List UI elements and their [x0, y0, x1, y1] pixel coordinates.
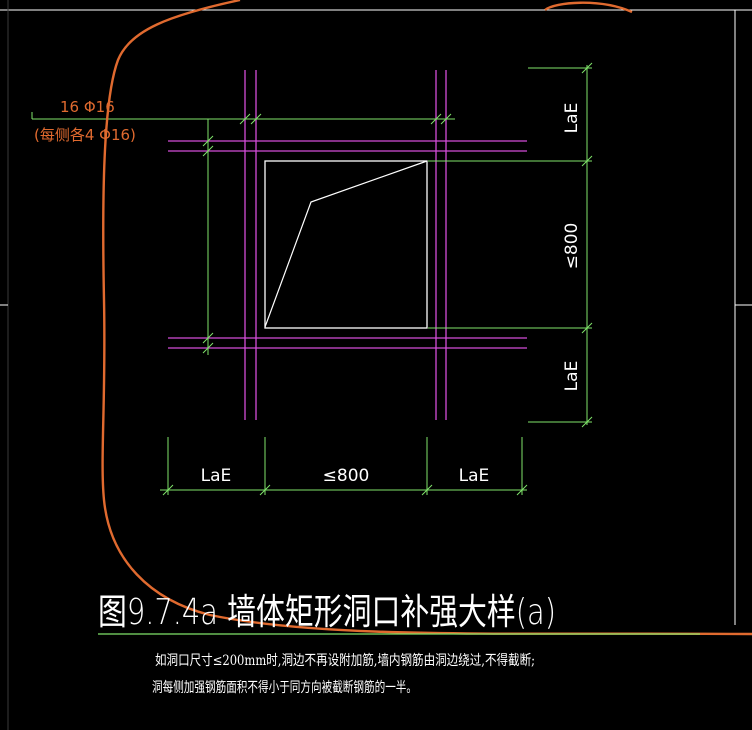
wall-opening-outline	[264, 160, 428, 329]
dim-bottom-middle: ≤800	[323, 466, 370, 486]
dim-bottom-right: LaE	[459, 466, 490, 486]
dim-right-bottom: LaE	[562, 361, 582, 392]
rebar-label-sub: (每侧各4 Φ16)	[34, 126, 136, 144]
dim-right-middle: ≤800	[562, 223, 582, 270]
revision-cloud-top-arc	[544, 1, 633, 14]
dim-right-top: LaE	[562, 103, 582, 134]
opening-break-line	[264, 160, 428, 328]
dim-bottom-left: LaE	[201, 466, 232, 486]
revision-cloud-outline	[101, 0, 752, 636]
dimension-lines	[31, 62, 593, 496]
note-line-1: 如洞口尺寸≤200mm时,洞边不再设附加筋,墙内钢筋由洞边绕过,不得截断;	[155, 652, 535, 669]
drawing-title: 图9.7.4a 墙体矩形洞口补强大样(a)	[98, 592, 556, 633]
rebar-label: 16 Φ16	[60, 98, 115, 116]
rebar-horizontal-group	[168, 140, 527, 349]
rebar-vertical-group	[244, 70, 447, 420]
note-line-2: 洞每侧加强钢筋面积不得小于同方向被截断钢筋的一半。	[152, 679, 417, 696]
